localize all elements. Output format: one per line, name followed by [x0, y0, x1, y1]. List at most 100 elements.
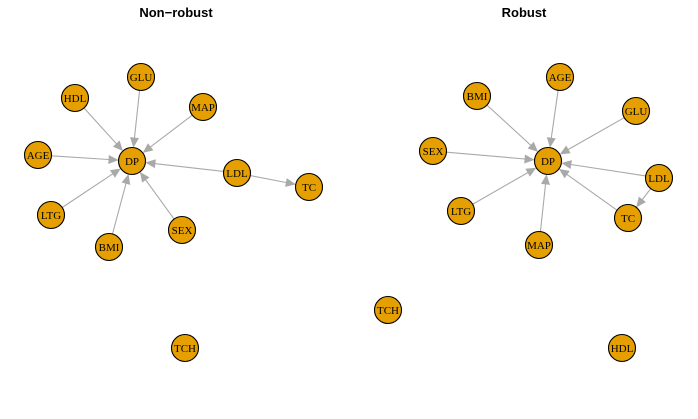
edge-line — [565, 173, 618, 211]
node-circle — [418, 136, 448, 166]
panel-non-robust: Non−robust DPGLUHDLMAPAGELDLTCLTGSEXBMIT… — [23, 5, 324, 363]
node-bmi: BMI — [94, 232, 124, 262]
node-label: GLU — [130, 72, 153, 84]
node-label: MAP — [191, 102, 215, 114]
node-map: MAP — [524, 230, 554, 260]
node-dp: DP — [533, 146, 563, 176]
node-label: AGE — [549, 72, 572, 84]
node-circle — [36, 200, 66, 230]
node-label: LTG — [451, 206, 471, 218]
node-ldl: LDL — [644, 163, 674, 193]
edge-arrowhead — [558, 168, 570, 179]
edge-line — [148, 114, 193, 149]
node-label: LTG — [41, 210, 61, 222]
panel-title-non-robust: Non−robust — [139, 5, 213, 20]
edge-map-to-dp — [142, 114, 193, 153]
edge-arrowhead — [285, 178, 296, 187]
edge-ldl-to-tc — [636, 188, 652, 208]
node-label: BMI — [467, 91, 488, 103]
node-circle — [126, 62, 156, 92]
edge-ltg-to-dp — [61, 168, 121, 208]
node-tch: TCH — [373, 295, 403, 325]
node-label: HDL — [611, 343, 634, 355]
edge-arrowhead — [109, 168, 121, 178]
edge-age-to-dp — [546, 90, 559, 148]
node-tc: TC — [613, 203, 643, 233]
node-dp: DP — [117, 146, 147, 176]
edge-arrowhead — [130, 137, 139, 148]
node-ldl: LDL — [222, 158, 252, 188]
edge-line — [133, 90, 141, 140]
edge-arrowhead — [546, 137, 556, 148]
node-label: TC — [302, 182, 316, 194]
edge-hdl-to-dp — [83, 107, 123, 151]
node-age: AGE — [545, 62, 575, 92]
edge-arrowhead — [145, 159, 156, 169]
node-label: TC — [621, 213, 635, 225]
node-ltg: LTG — [446, 196, 476, 226]
edge-glu-to-dp — [130, 90, 141, 148]
edge-ldl-to-dp — [561, 160, 646, 177]
node-circle — [117, 146, 147, 176]
edge-arrowhead — [121, 174, 131, 185]
edge-arrowhead — [108, 155, 119, 164]
node-circle — [188, 92, 218, 122]
edge-line — [51, 155, 111, 161]
edge-ldl-to-dp — [145, 159, 224, 173]
edge-line — [446, 151, 527, 160]
edges-non-robust — [51, 90, 296, 235]
node-label: DP — [541, 156, 555, 168]
edge-ltg-to-dp — [472, 167, 537, 205]
edge-line — [61, 172, 115, 208]
nodes-robust: DP AGE BMI GLU SEX LDL LTG TC MAP TCH HDL — [373, 62, 674, 363]
edge-line — [569, 163, 646, 177]
edge-line — [539, 182, 547, 232]
node-circle — [545, 62, 575, 92]
node-circle — [621, 96, 651, 126]
node-label: DP — [125, 156, 139, 168]
node-circle — [60, 83, 90, 113]
node-label: LDL — [226, 168, 248, 180]
edge-line — [550, 90, 559, 140]
edge-line — [486, 104, 533, 147]
edge-bmi-to-dp — [486, 104, 539, 152]
edge-sex-to-dp — [139, 171, 175, 220]
node-circle — [644, 163, 674, 193]
node-circle — [222, 158, 252, 188]
node-circle — [462, 81, 492, 111]
edge-line — [472, 171, 530, 205]
edges-robust — [446, 90, 652, 232]
node-circle — [373, 295, 403, 325]
node-circle — [524, 230, 554, 260]
edge-line — [250, 175, 289, 184]
edge-line — [111, 181, 127, 235]
node-sex: SEX — [418, 136, 448, 166]
node-label: BMI — [99, 242, 120, 254]
node-circle — [533, 146, 563, 176]
node-circle — [167, 215, 197, 245]
edge-arrowhead — [527, 141, 539, 152]
edge-arrowhead — [139, 171, 150, 183]
edge-line — [153, 162, 224, 173]
edge-bmi-to-dp — [111, 174, 131, 235]
node-label: TCH — [377, 305, 399, 317]
edge-arrowhead — [112, 140, 123, 151]
node-label: MAP — [527, 240, 551, 252]
edge-arrowhead — [142, 143, 154, 153]
edge-arrowhead — [636, 196, 646, 208]
node-label: GLU — [625, 106, 648, 118]
node-hdl: HDL — [607, 333, 637, 363]
edge-line — [144, 178, 175, 220]
edge-ldl-to-tc — [250, 175, 296, 187]
node-label: AGE — [27, 150, 50, 162]
edge-line — [640, 188, 652, 202]
edge-arrowhead — [524, 154, 535, 164]
node-circle — [446, 196, 476, 226]
node-label: SEX — [423, 146, 444, 158]
node-circle — [613, 203, 643, 233]
edge-age-to-dp — [51, 155, 119, 164]
node-sex: SEX — [167, 215, 197, 245]
